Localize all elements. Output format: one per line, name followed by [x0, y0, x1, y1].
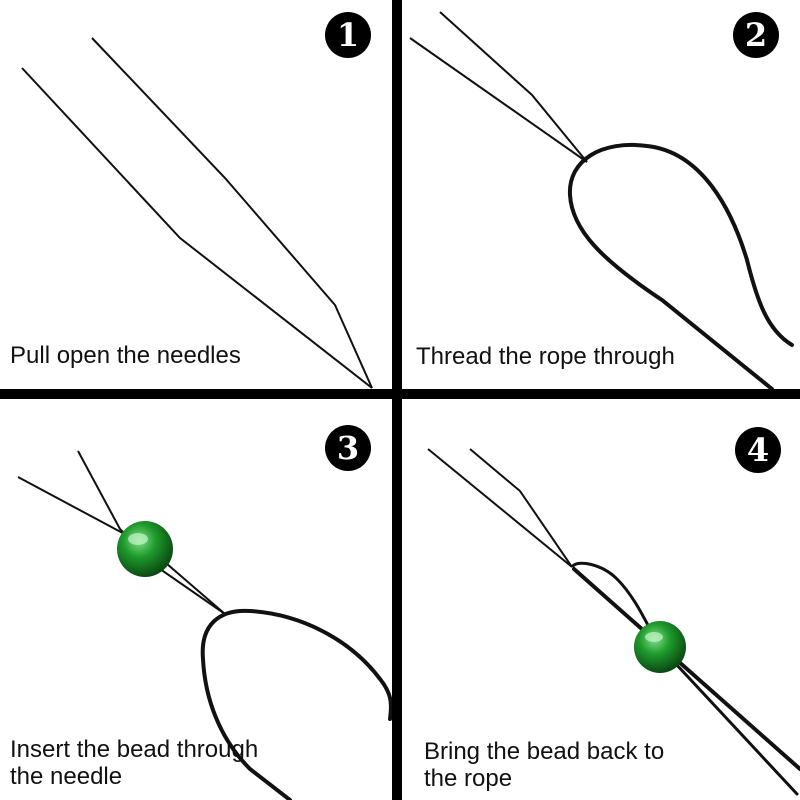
step-4-panel: 4 Bring the bead back to the rope: [402, 399, 800, 800]
bead-on-rope-illustration: [427, 448, 800, 796]
needle-wire-right: [91, 37, 373, 389]
step-1-panel: 1 Pull open the needles: [0, 0, 392, 389]
rope-loop: [200, 608, 392, 800]
step-number-badge: 2: [733, 12, 779, 58]
rope-threading-illustration: [409, 11, 794, 389]
vertical-divider: [392, 0, 402, 800]
step-caption: Pull open the needles: [10, 342, 241, 369]
step-number-badge: 1: [325, 12, 371, 58]
step-2-panel: 2 Thread the rope through: [402, 0, 800, 389]
step-number-badge: 4: [735, 427, 781, 473]
needle-wire-left: [21, 67, 373, 389]
rope-strand-b: [660, 647, 799, 796]
step-caption-line-1: Insert the bead through: [10, 736, 259, 763]
step-caption-line-2: the needle: [10, 763, 123, 790]
bead-insertion-illustration: [17, 450, 392, 800]
step-3-panel: 3 Insert the bead through the needle: [0, 399, 392, 800]
needle-wire-left: [427, 448, 573, 568]
needle-wire-right: [469, 448, 573, 568]
rope-strand-a: [572, 567, 800, 771]
step-number-badge: 3: [325, 425, 371, 471]
horizontal-divider: [0, 389, 800, 399]
step-caption-line-2: the rope: [424, 765, 513, 792]
rope-loop: [567, 143, 794, 389]
step-caption: Thread the rope through: [416, 343, 675, 370]
needle-illustration: [21, 37, 373, 389]
step-caption-line-1: Bring the bead back to: [424, 738, 665, 765]
bead-shine: [128, 533, 148, 545]
bead-shine: [645, 632, 663, 642]
green-bead: [117, 521, 173, 577]
green-bead: [634, 621, 686, 673]
needle-wire-left: [409, 37, 588, 163]
needle-wire-right: [439, 11, 588, 163]
rope-loop: [570, 561, 652, 630]
